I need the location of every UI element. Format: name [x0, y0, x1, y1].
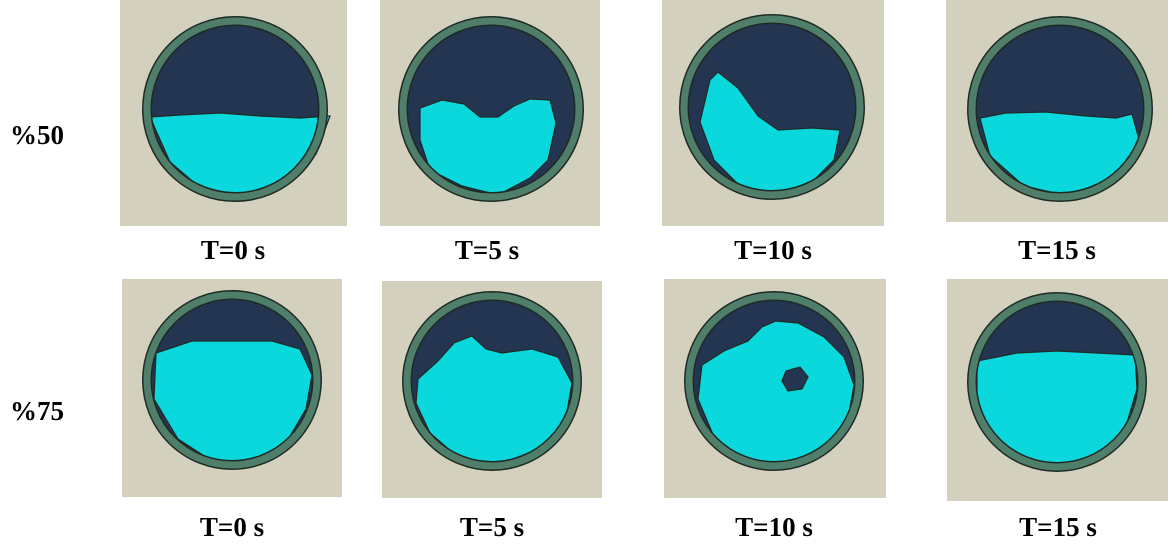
caption-75-t10: T=10 s — [674, 514, 874, 541]
caption-50-t15: T=15 s — [957, 237, 1157, 264]
caption-75-t0: T=0 s — [132, 514, 332, 541]
frame-50-t15 — [946, 0, 1168, 222]
tank-cross-section-75-t5 — [382, 281, 602, 498]
frame-75-t10 — [664, 279, 886, 498]
tank-cross-section-50-t10 — [662, 0, 884, 226]
tank-cross-section-75-t10 — [664, 279, 886, 498]
row-label-50: %50 — [10, 122, 64, 149]
frame-50-t5 — [380, 0, 600, 226]
tank-cross-section-50-t0 — [120, 0, 347, 226]
tank-cross-section-50-t5 — [380, 0, 600, 226]
caption-50-t0: T=0 s — [133, 237, 333, 264]
frame-75-t15 — [947, 279, 1168, 501]
caption-75-t15: T=15 s — [958, 514, 1158, 541]
caption-50-t5: T=5 s — [387, 237, 587, 264]
caption-50-t10: T=10 s — [673, 237, 873, 264]
frame-75-t0 — [122, 279, 342, 497]
frame-50-t10 — [662, 0, 884, 226]
frame-75-t5 — [382, 281, 602, 498]
frame-50-t0 — [120, 0, 347, 226]
tank-cross-section-75-t0 — [122, 279, 342, 497]
tank-cross-section-50-t15 — [946, 0, 1168, 222]
tank-cross-section-75-t15 — [947, 279, 1168, 501]
row-label-75: %75 — [10, 398, 64, 425]
caption-75-t5: T=5 s — [392, 514, 592, 541]
